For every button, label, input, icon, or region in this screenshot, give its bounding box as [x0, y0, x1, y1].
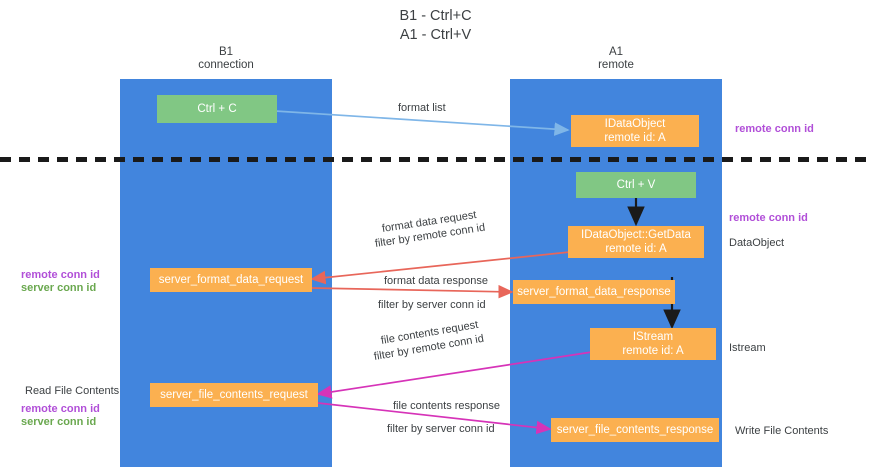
edge-label-format-data-response: format data response [384, 275, 488, 287]
box-getdata-label: IDataObject::GetData [581, 229, 691, 241]
filter-prefix: filter by [373, 344, 413, 363]
box-server-format-data-response[interactable]: server_format_data_response [513, 280, 675, 304]
box-server-format-data-request-label: server_format_data_request [158, 274, 304, 286]
lane-header-b1-name: B1 [218, 46, 234, 58]
box-server-file-contents-request-label: server_file_contents_request [160, 389, 308, 401]
box-server-format-data-response-label: server_format_data_response [517, 286, 671, 298]
edge-label-format-list: format list [398, 102, 446, 114]
filter-prefix: filter by [387, 423, 426, 435]
box-istream-remote-id: remote id: A [622, 345, 684, 357]
annotation-left-server-conn-id: server conn id [21, 282, 97, 294]
box-server-file-contents-response[interactable]: server_file_contents_response [551, 418, 719, 442]
box-ctrl-v-label: Ctrl + V [616, 179, 656, 191]
box-server-file-contents-request[interactable]: server_file_contents_request [150, 383, 318, 407]
box-istream[interactable]: IStream remote id: A [590, 328, 716, 360]
lane-header-a1-name: A1 [608, 46, 624, 58]
box-ctrl-c-label: Ctrl + C [197, 103, 237, 115]
diagram-title: B1 - Ctrl+C A1 - Ctrl+V [0, 7, 871, 45]
annotation-remote-conn-id-top: remote conn id [735, 123, 814, 135]
box-server-file-contents-response-label: server_file_contents_response [556, 424, 714, 436]
filter-key-server-conn-id: server conn id [416, 299, 486, 311]
filter-prefix: filter by [374, 232, 414, 250]
box-ctrl-c[interactable]: Ctrl + C [157, 95, 277, 123]
box-idataobject-label: IDataObject [604, 118, 666, 130]
annotation-read-file-contents: Read File Contents [25, 385, 120, 397]
annotation-left2-remote-conn-id: remote conn id [21, 403, 100, 415]
box-idataobject-remote-id: remote id: A [604, 132, 666, 144]
annotation-dataobject: DataObject [729, 237, 785, 249]
connector-format-data-response [311, 284, 514, 299]
lane-header-b1: B1 connection [120, 46, 332, 72]
box-getdata-remote-id: remote id: A [605, 243, 667, 255]
edge-label-format-data-response-filter: filter by server conn id [378, 298, 486, 312]
box-idataobject-getdata[interactable]: IDataObject::GetData remote id: A [568, 226, 704, 258]
box-idataobject[interactable]: IDataObject remote id: A [571, 115, 699, 147]
edge-label-file-contents-response: file contents response [393, 400, 501, 412]
lane-header-a1-role: remote [598, 59, 634, 71]
lane-header-b1-role: connection [198, 59, 254, 71]
annotation-left2-server-conn-id: server conn id [21, 416, 97, 428]
box-server-format-data-request[interactable]: server_format_data_request [150, 268, 312, 292]
phase-divider [0, 157, 871, 162]
diagram-title-line-2: A1 - Ctrl+V [399, 27, 472, 43]
edge-label-file-contents-response-filter: filter by server conn id [387, 422, 495, 436]
lane-header-a1: A1 remote [510, 46, 722, 72]
annotation-write-file-contents: Write File Contents [735, 425, 829, 437]
filter-prefix: filter by [378, 299, 417, 311]
filter-key-server-conn-id: server conn id [425, 423, 495, 435]
annotation-left-remote-conn-id: remote conn id [21, 269, 100, 281]
annotation-istream: Istream [729, 342, 766, 354]
box-ctrl-v[interactable]: Ctrl + V [576, 172, 696, 198]
box-istream-label: IStream [632, 331, 674, 343]
diagram-title-line-1: B1 - Ctrl+C [399, 8, 472, 24]
annotation-remote-conn-id-mid: remote conn id [729, 212, 808, 224]
